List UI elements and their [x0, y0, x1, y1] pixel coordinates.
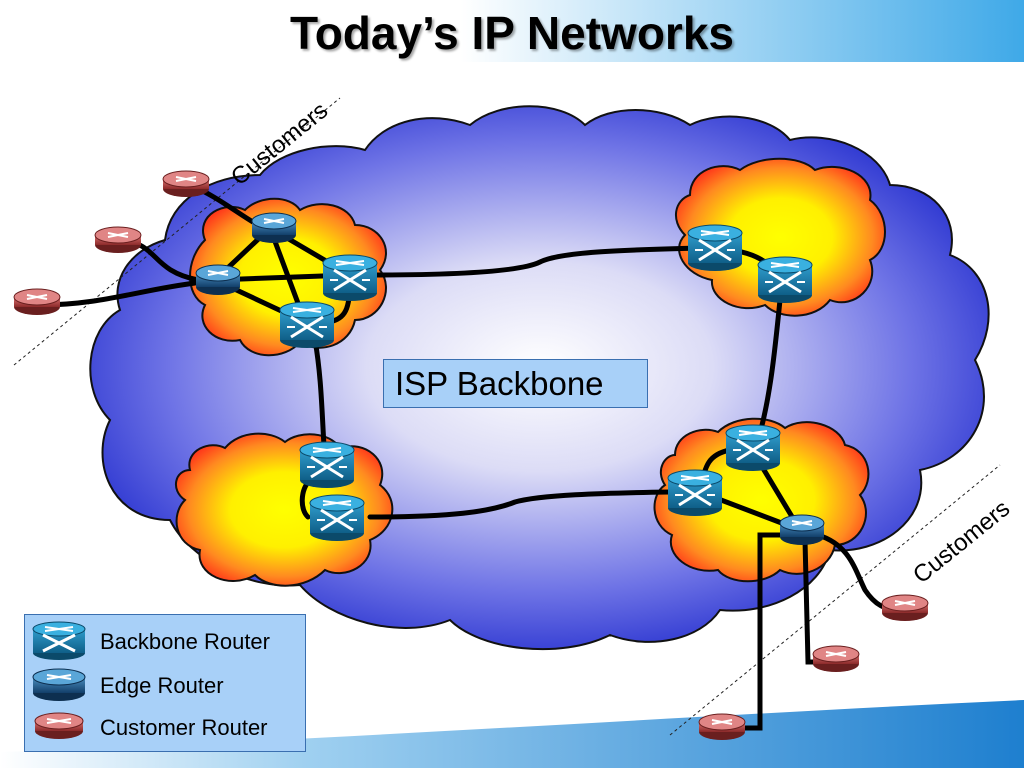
edge-router-icon: [32, 668, 86, 701]
customer-router: [94, 226, 142, 253]
backbone-router: [322, 254, 378, 301]
legend: Backbone Router Edge Router Customer Rou…: [24, 614, 306, 752]
customer-boundary-line-bottom: [669, 464, 1001, 736]
legend-label: Customer Router: [100, 715, 268, 740]
edge-router: [779, 514, 825, 545]
backbone-router: [725, 424, 781, 471]
customer-router: [812, 645, 860, 672]
customer-router: [13, 288, 61, 315]
header-banner: [0, 0, 1024, 62]
slide-title: Today’s IP Networks: [290, 7, 734, 59]
legend-label: Backbone Router: [100, 629, 270, 654]
backbone-routers: [279, 224, 813, 541]
backbone-router: [279, 301, 335, 348]
customer-boundary-line-top: [13, 97, 341, 366]
legend-item: Customer Router: [25, 707, 305, 747]
legend-item: Backbone Router: [25, 621, 305, 661]
customer-router: [162, 170, 210, 197]
pop-cloud-top-right: [675, 157, 886, 317]
legend-label: Edge Router: [100, 673, 224, 698]
legend-item: Edge Router: [25, 665, 305, 705]
customer-router: [881, 594, 929, 621]
backbone-router: [687, 224, 743, 271]
customer-routers: [13, 170, 929, 740]
edge-router: [251, 212, 297, 243]
backbone-router: [757, 256, 813, 303]
isp-backbone-label: ISP Backbone: [383, 359, 648, 408]
backbone-router: [309, 494, 365, 541]
customer-router: [698, 713, 746, 740]
edge-routers: [195, 212, 825, 545]
backbone-router: [299, 441, 355, 488]
backbone-router-icon: [32, 621, 86, 660]
backbone-router: [667, 469, 723, 516]
customer-router-icon: [34, 712, 84, 739]
edge-router: [195, 264, 241, 295]
